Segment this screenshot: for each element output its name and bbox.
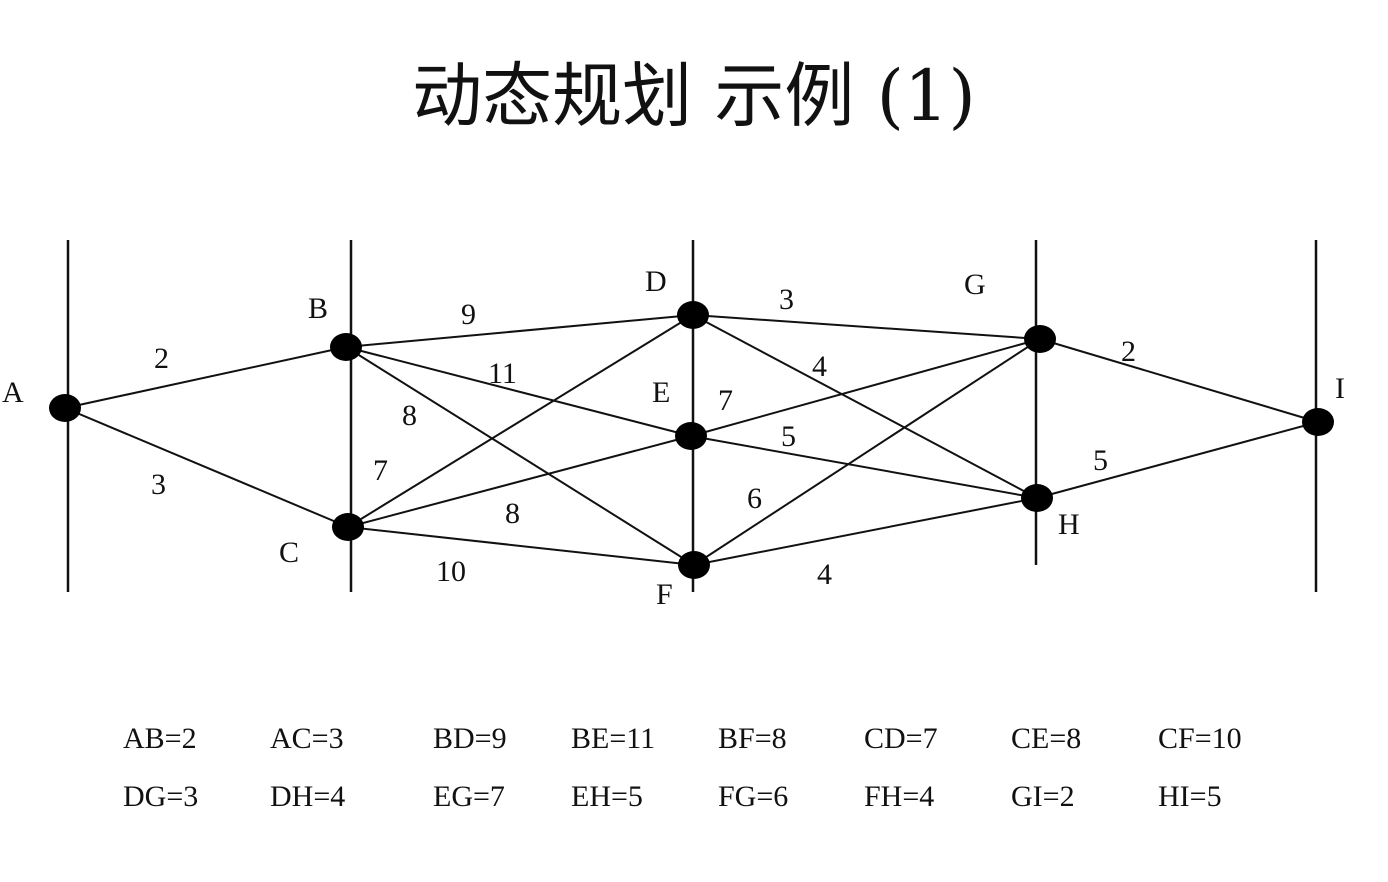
edge-AB [64, 346, 347, 409]
legend-entry: BE=11 [571, 722, 656, 755]
edge-weight-label: 3 [151, 468, 166, 501]
edge-DG [692, 314, 1041, 340]
edge-weight-label: 5 [781, 420, 796, 453]
edge-weight-label: 7 [373, 454, 388, 487]
edge-weight-label: 2 [154, 342, 169, 375]
node-A [49, 394, 81, 422]
edge-CE [347, 435, 692, 528]
edge-weight-label: 4 [812, 350, 827, 383]
legend-entry: HI=5 [1158, 780, 1222, 813]
node-H [1021, 484, 1053, 512]
legend-entry: DH=4 [270, 780, 346, 813]
legend-entry: AB=2 [123, 722, 197, 755]
edge-AC [64, 407, 349, 528]
edge-GI [1039, 338, 1319, 423]
edge-EH [690, 435, 1038, 499]
node-label: B [308, 292, 328, 325]
edge-FH [693, 497, 1038, 566]
legend-entry: FG=6 [718, 780, 789, 813]
node-E [675, 422, 707, 450]
node-label: G [964, 268, 986, 301]
edge-weight-label: 7 [718, 384, 733, 417]
legend-entry: BD=9 [433, 722, 507, 755]
node-F [678, 551, 710, 579]
edge-weight-label: 5 [1093, 444, 1108, 477]
node-label: E [652, 376, 670, 409]
legend-entry: BF=8 [718, 722, 787, 755]
node-label: D [645, 265, 667, 298]
edge-BE [345, 346, 692, 437]
edge-DH [692, 314, 1038, 499]
legend-entry: EH=5 [571, 780, 643, 813]
edge-weight-label: 8 [505, 497, 520, 530]
edge-BD [345, 314, 694, 348]
slide-title: 动态规划 示例 (1) [412, 55, 976, 137]
edge-weight-label: 10 [436, 555, 466, 588]
legend-entry: DG=3 [123, 780, 199, 813]
edge-weight-label: 3 [779, 283, 794, 316]
legend-entry: CE=8 [1011, 722, 1082, 755]
node-C [332, 513, 364, 541]
edge-BF [345, 346, 695, 566]
node-label: F [656, 578, 673, 611]
legend-entry: EG=7 [433, 780, 505, 813]
legend-entry: GI=2 [1011, 780, 1075, 813]
edge-weight-label: 6 [747, 482, 762, 515]
edge-weight-label: 8 [402, 399, 417, 432]
legend-entry: AC=3 [270, 722, 344, 755]
node-label: C [279, 536, 299, 569]
legend-entry: FH=4 [864, 780, 935, 813]
edge-EG [690, 338, 1041, 437]
legend-entry: CD=7 [864, 722, 938, 755]
node-label: A [2, 376, 24, 409]
edge-weight-label: 2 [1121, 335, 1136, 368]
edge-CD [347, 314, 694, 528]
legend-entry: CF=10 [1158, 722, 1242, 755]
edge-HI [1036, 421, 1319, 499]
node-label: I [1335, 372, 1345, 405]
edge-weight-label: 11 [488, 357, 517, 390]
edge-weight-label: 4 [817, 558, 832, 591]
edge-FG [693, 338, 1041, 566]
node-D [677, 301, 709, 329]
node-G [1024, 325, 1056, 353]
edge-weight-label: 9 [461, 298, 476, 331]
node-B [330, 333, 362, 361]
node-label: H [1058, 508, 1080, 541]
node-I [1302, 408, 1334, 436]
edge-CF [347, 526, 695, 566]
